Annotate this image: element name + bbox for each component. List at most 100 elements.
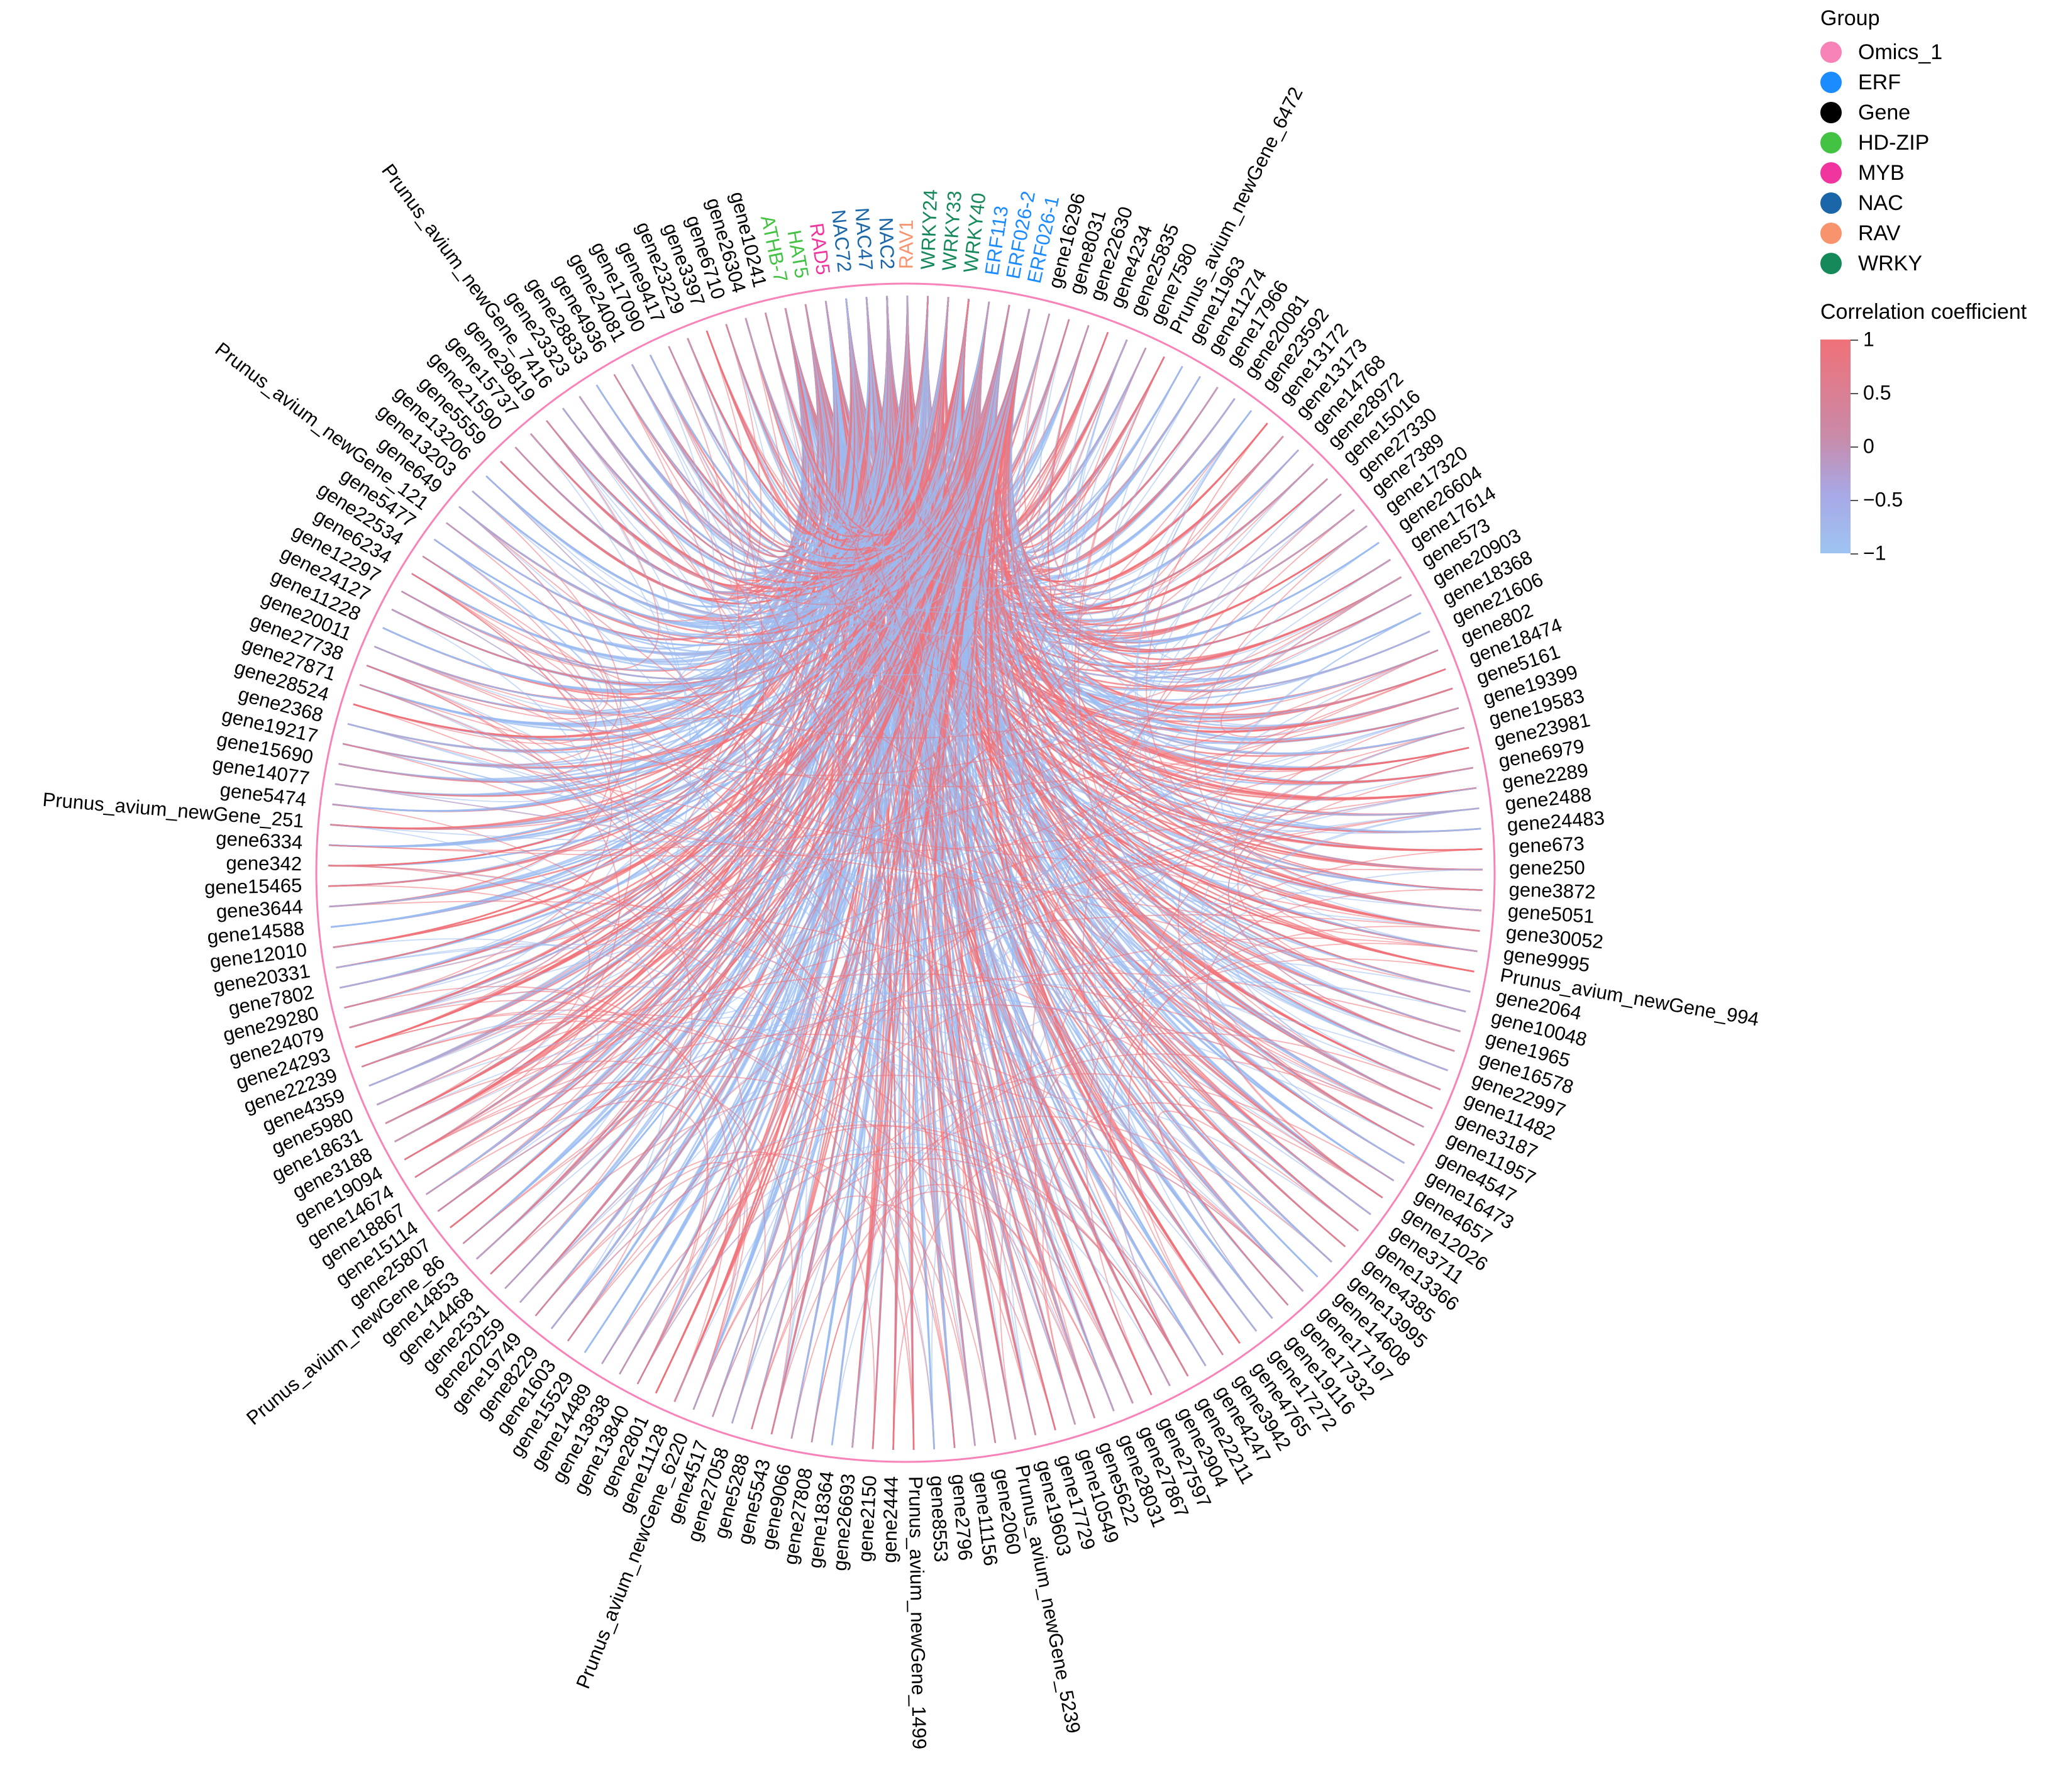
correlation-link	[731, 982, 1466, 1424]
correlation-link	[366, 522, 609, 720]
correlation-link	[712, 1097, 1359, 1417]
correlation-link	[1024, 313, 1328, 608]
correlation-link	[1048, 325, 1483, 891]
correlation-link	[995, 463, 1314, 1435]
correlation-link	[519, 1151, 875, 1449]
correlation-link	[1042, 1102, 1383, 1425]
correlation-link	[414, 727, 1464, 1178]
correlation-link	[751, 1115, 1332, 1430]
correlation-link	[706, 304, 1010, 551]
correlation-link	[673, 787, 1477, 1402]
correlation-link	[805, 304, 1257, 1332]
legend-label: HD-ZIP	[1858, 130, 1930, 155]
correlation-link	[692, 1158, 1188, 1410]
correlation-link	[1178, 1096, 1371, 1263]
correlation-link	[368, 807, 1480, 1087]
colorbar-tick-mark	[1851, 340, 1858, 341]
correlation-link	[414, 298, 856, 1178]
legend-item: HD-ZIP	[1820, 128, 2047, 158]
node-label: NAC47	[851, 207, 877, 271]
correlation-link	[907, 295, 1303, 1292]
correlation-link	[335, 684, 566, 802]
correlation-link	[946, 309, 1030, 1443]
correlation-link	[562, 407, 1115, 1412]
correlation-link	[476, 787, 1477, 1259]
correlation-link	[485, 475, 1076, 1425]
correlation-link	[765, 312, 976, 1446]
correlation-link	[476, 318, 799, 1259]
correlation-link	[668, 346, 1439, 719]
node-label: gene8553	[926, 1475, 953, 1563]
correlation-link	[1234, 707, 1475, 973]
correlation-link	[535, 1162, 748, 1410]
correlation-link	[975, 301, 1433, 1109]
correlation-link	[401, 590, 1076, 1425]
correlation-link	[825, 301, 1383, 1198]
correlation-link	[385, 1013, 1332, 1263]
correlation-link	[342, 743, 1441, 1090]
correlation-link	[962, 299, 1473, 783]
correlation-link	[329, 609, 591, 907]
correlation-link	[347, 723, 1483, 871]
correlation-link	[411, 573, 1095, 1419]
node-label: gene2444	[878, 1476, 902, 1563]
correlation-link	[650, 355, 1383, 1198]
correlation-link	[414, 1075, 1056, 1430]
legend-label: NAC	[1858, 191, 1903, 215]
correlation-link	[744, 318, 1090, 557]
correlation-link	[328, 787, 1477, 857]
correlation-link	[551, 304, 1010, 1329]
correlation-link	[330, 707, 1459, 843]
legend-item: MYB	[1820, 158, 2047, 188]
legend-swatch	[1820, 253, 1842, 274]
legend-label: MYB	[1858, 160, 1905, 185]
correlation-link	[366, 665, 621, 1161]
correlation-link	[519, 767, 1473, 1303]
correlation-link	[1157, 1110, 1359, 1306]
correlation-link	[765, 298, 858, 526]
correlation-link	[437, 1004, 1424, 1212]
correlation-link	[1085, 848, 1483, 1395]
correlation-link	[485, 420, 670, 615]
correlation-link	[744, 301, 843, 529]
correlation-link	[368, 387, 1219, 1087]
colorbar-tick-label: −0.5	[1863, 488, 1903, 511]
correlation-link	[546, 420, 1455, 1052]
correlation-link	[1177, 650, 1439, 1198]
correlation-link	[650, 355, 1252, 613]
correlation-link	[385, 1060, 766, 1424]
correlation-link	[551, 1124, 1188, 1377]
colorbar-gradient	[1820, 340, 1851, 553]
node-label: gene15465	[204, 874, 302, 899]
correlation-link	[619, 1142, 1188, 1377]
legend-swatch	[1820, 162, 1842, 184]
correlation-link	[1144, 410, 1402, 662]
correlation-link	[328, 885, 956, 1448]
correlation-link	[385, 309, 1031, 1124]
correlation-link	[785, 307, 1461, 1032]
correlation-link	[1134, 410, 1478, 952]
correlation-link	[519, 958, 1471, 1303]
correlation-link	[892, 1142, 1303, 1450]
correlation-link	[414, 331, 1109, 1178]
correlation-link	[374, 356, 1165, 719]
legend-label: RAV	[1858, 221, 1901, 245]
node-label: gene673	[1508, 832, 1585, 858]
correlation-link	[562, 407, 1480, 932]
correlation-link	[519, 304, 1010, 1303]
legend-group-title: Group	[1820, 6, 1880, 30]
correlation-link	[404, 1034, 1303, 1292]
correlation-links	[328, 295, 1483, 1450]
correlation-link	[1007, 309, 1482, 912]
correlation-link	[361, 304, 1010, 1068]
correlation-link	[1010, 356, 1165, 1404]
correlation-link	[1009, 727, 1464, 1435]
legend-item: Omics_1	[1820, 37, 2047, 67]
correlation-link	[1016, 319, 1109, 535]
legend-label: Omics_1	[1858, 40, 1943, 64]
legend-swatch	[1820, 132, 1842, 153]
correlation-link	[931, 542, 1380, 1449]
legend-label: ERF	[1858, 70, 1901, 94]
